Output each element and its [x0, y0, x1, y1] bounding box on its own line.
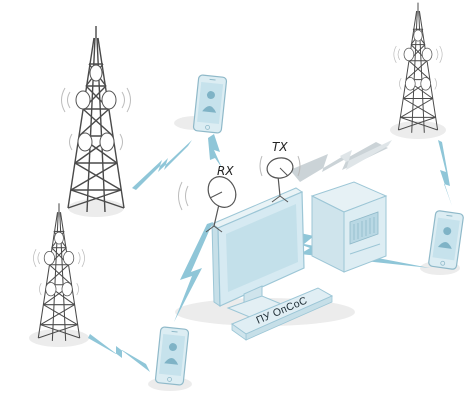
cell-tower-icon: [60, 25, 132, 213]
smartphone-icon: [154, 326, 190, 386]
cell-tower-icon: [32, 202, 86, 342]
tx-label: TX: [272, 140, 288, 154]
computer-monitor-icon: [210, 187, 305, 319]
server-unit-icon: [310, 181, 388, 273]
satellite-dish-icon: [178, 176, 237, 233]
keyboard-icon: ПУ ОпСоС: [230, 287, 334, 341]
cell-tower-icon: [393, 2, 443, 134]
satellite-dish-icon: [259, 155, 301, 203]
smartphone-icon: [192, 74, 228, 134]
rx-label: RX: [217, 164, 234, 178]
tx-uplink-bolt-icon: [290, 140, 392, 182]
smartphone-icon: [427, 209, 465, 271]
